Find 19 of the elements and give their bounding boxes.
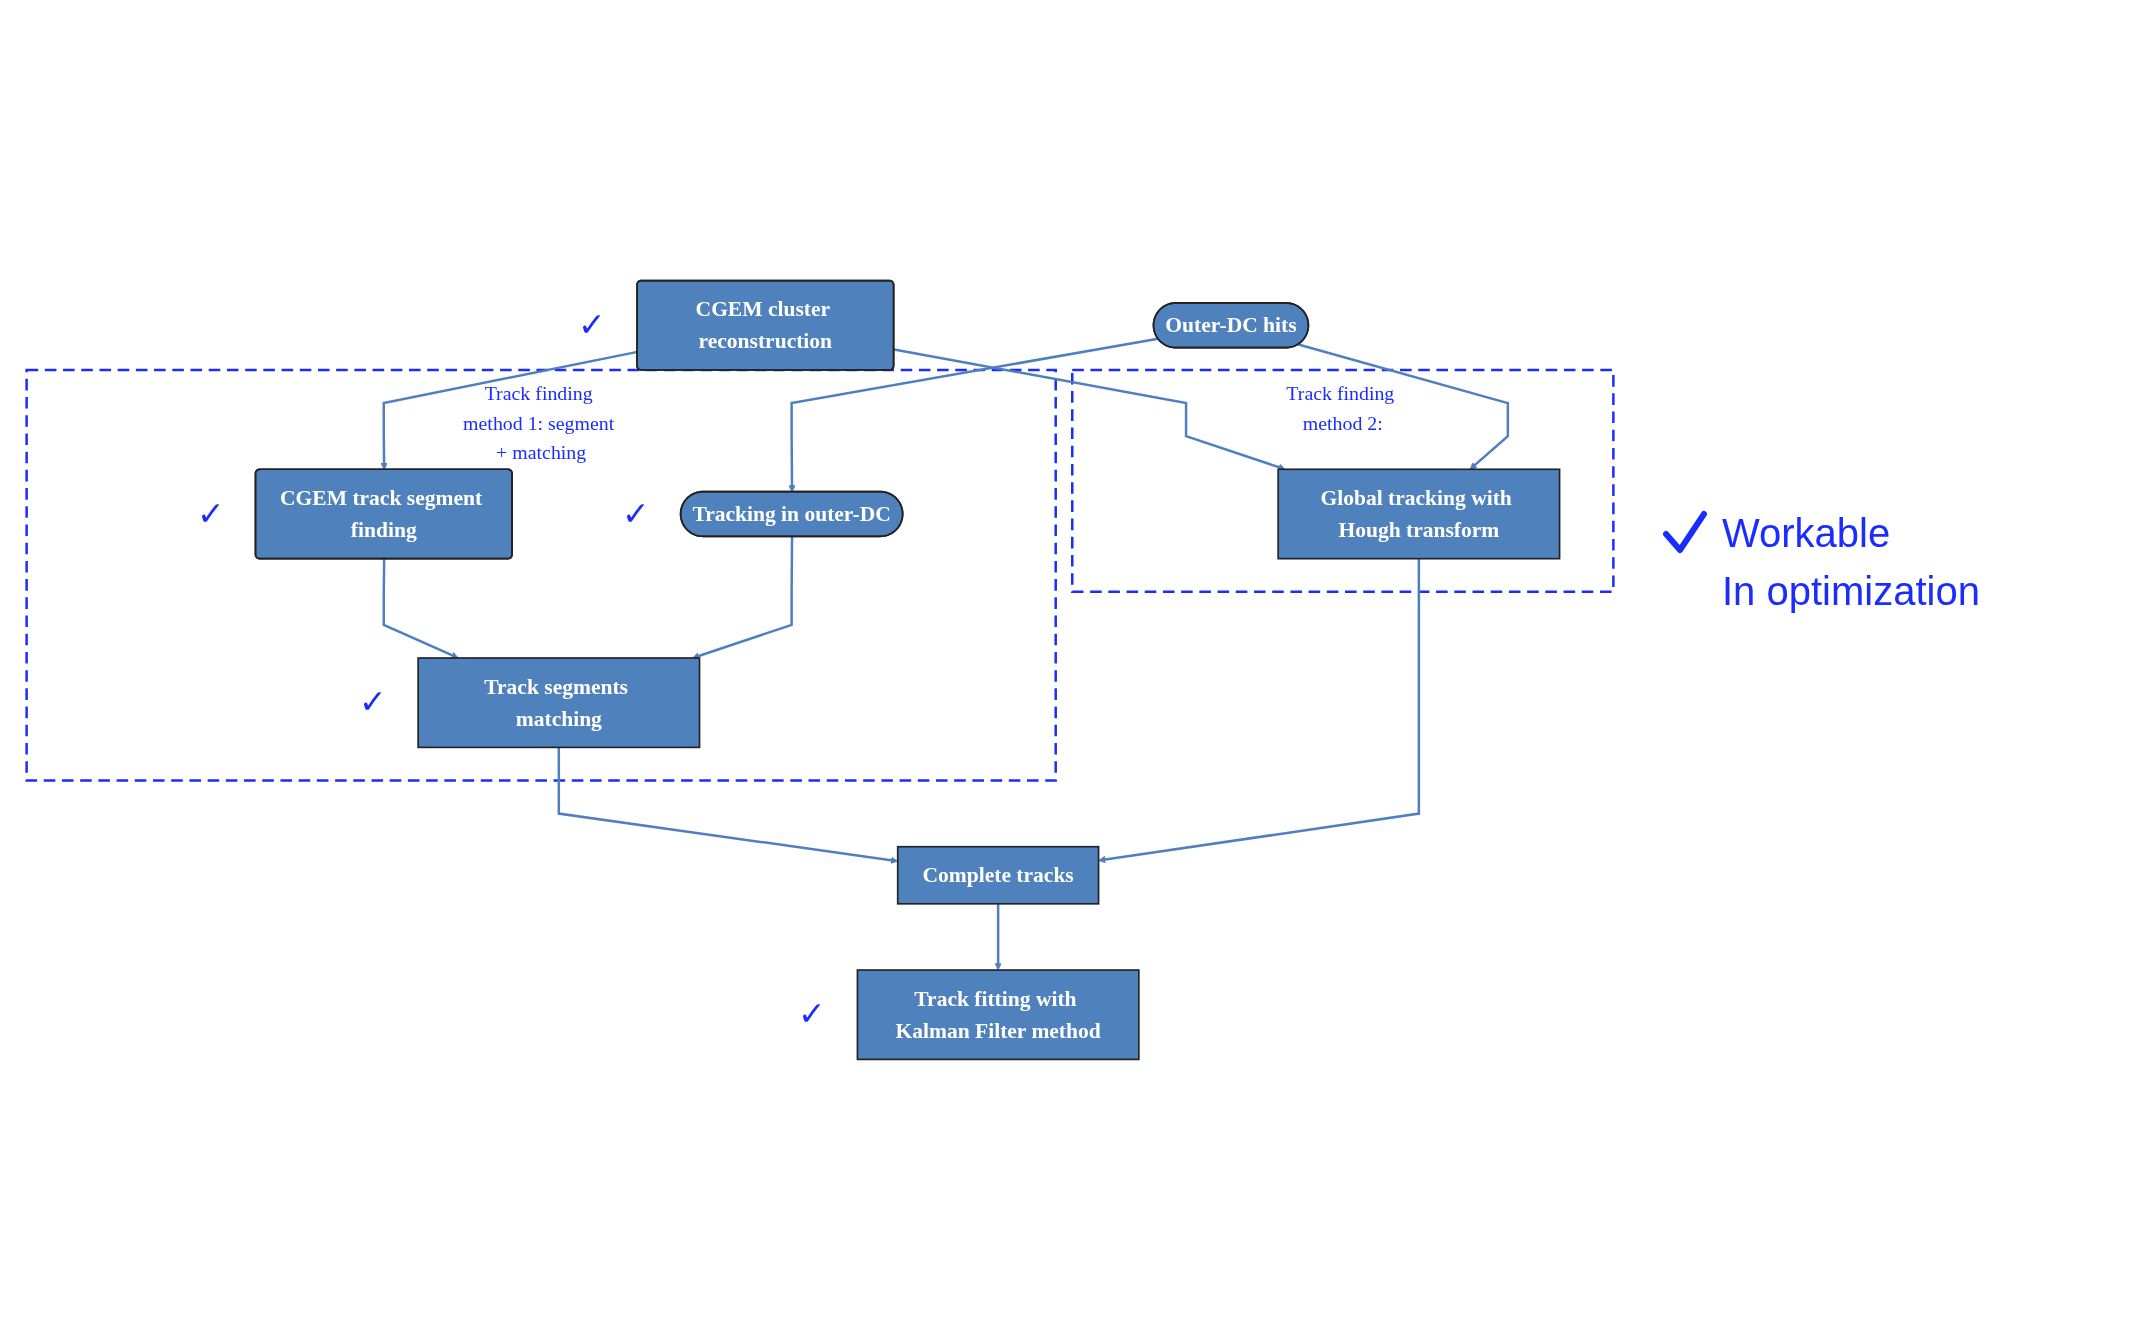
- node-label: ✓: [578, 306, 607, 344]
- node-box: Complete tracks: [896, 845, 1100, 905]
- legend-text: Workable: [1722, 510, 1891, 556]
- node-label: ✓: [621, 494, 650, 533]
- arrow: [994, 903, 1002, 971]
- arrow: [692, 536, 794, 660]
- node-box: Track segments matching: [417, 657, 701, 749]
- legend-text: In optimization: [1722, 568, 1980, 614]
- arrow: [893, 348, 1286, 471]
- arrow: [382, 559, 459, 659]
- node-box: Global tracking with Hough transform: [1277, 468, 1561, 560]
- node-box: Track fitting with Kalman Filter method: [856, 969, 1140, 1061]
- node-label: ✓: [798, 995, 827, 1033]
- arrow: [788, 337, 1159, 493]
- node-label: ✓: [359, 683, 388, 721]
- arrow: [1098, 558, 1421, 864]
- arrow: [1298, 343, 1510, 470]
- arrow: [380, 350, 638, 471]
- node-label: ✓: [196, 494, 225, 533]
